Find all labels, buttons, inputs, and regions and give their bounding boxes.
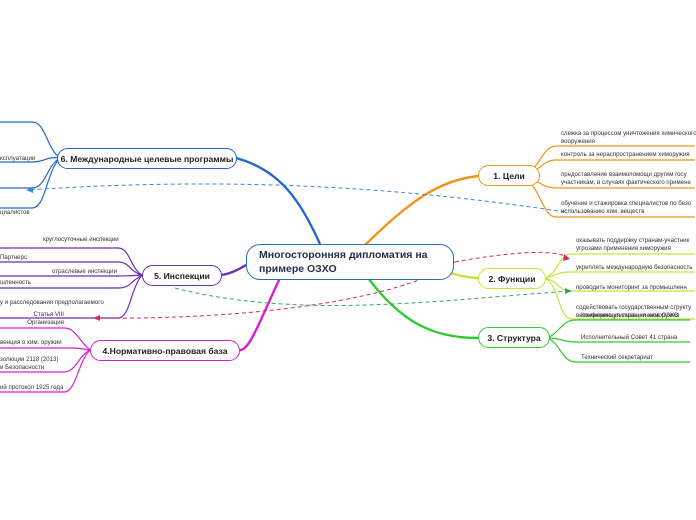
- legal-leaf-4[interactable]: ий протокол 1925 года: [0, 384, 64, 391]
- inspections-leaf-4[interactable]: шленность: [0, 279, 31, 286]
- arrowhead-red: [93, 315, 100, 321]
- branch-programs-label: 6. Международные целевые программы: [60, 153, 234, 164]
- relation-dash-green: [174, 287, 571, 306]
- branch-legal[interactable]: 4.Нормативно-правовая база: [90, 340, 240, 361]
- branch-inspections-label: 5. Инспекции: [154, 270, 210, 281]
- relation-dash-blue: [27, 183, 566, 213]
- legal-leaf-1[interactable]: Статья VIII Организация: [27, 311, 64, 326]
- goals-leaf-3[interactable]: предоставление взаимопомощи другим госу …: [561, 171, 691, 186]
- inspections-leaf-3[interactable]: отраслевые инспекции: [52, 268, 117, 275]
- goals-leaf-4[interactable]: обучение и стажировка специалистов по бе…: [561, 200, 692, 215]
- arrowhead-green: [565, 288, 572, 294]
- arrowhead-red-2: [563, 254, 570, 261]
- legal-leaf-3[interactable]: золюции 2118 (2013) и Безопасности: [0, 356, 59, 371]
- inspections-leaf-5[interactable]: у и расследования предполагаемого: [0, 299, 104, 306]
- branch-goals[interactable]: 1. Цели: [478, 165, 540, 186]
- inspections-leaf-1[interactable]: круглосуточные инспекции: [43, 236, 119, 243]
- relation-dash-red: [454, 251, 569, 263]
- functions-leaf-1[interactable]: оказывать поддержку странам-участник угр…: [576, 237, 690, 252]
- goals-leaf-2[interactable]: контроль за нераспространением химоружия: [561, 151, 690, 158]
- branch-structure[interactable]: 3. Структура: [478, 327, 550, 348]
- connector-goals: [359, 174, 479, 251]
- goals-leaf-1[interactable]: слежка за процессом уничтожения химическ…: [561, 130, 696, 145]
- branch-programs[interactable]: 6. Международные целевые программы: [57, 148, 237, 169]
- connector-structure: [367, 277, 479, 340]
- functions-leaf-4[interactable]: содействовать государственным структу вы…: [576, 304, 692, 319]
- structure-leaf-3[interactable]: Технический секретариат: [581, 354, 653, 361]
- connector-inspections: [221, 263, 247, 277]
- branch-functions[interactable]: 2. Функции: [478, 268, 546, 289]
- connector-legal: [239, 277, 282, 352]
- programs-leaf-2[interactable]: циалистов: [0, 209, 30, 216]
- inspections-leaf-2[interactable]: Партнерс: [0, 254, 28, 261]
- branch-legal-label: 4.Нормативно-правовая база: [102, 345, 228, 356]
- connector-programs: [235, 156, 322, 245]
- legal-leaf-2[interactable]: венция о хим. оружии: [0, 339, 62, 346]
- central-topic-line2: примере ОЗХО: [259, 263, 337, 275]
- structure-leaf-2[interactable]: Исполнительный Совет 41 страна: [581, 334, 678, 341]
- branch-functions-label: 2. Функции: [488, 273, 536, 284]
- functions-leaf-2[interactable]: укреплять международную безопасность: [576, 264, 693, 271]
- structure-leaf-1[interactable]: Конференция стран-членов ОЗХО: [581, 312, 679, 319]
- arrowhead-blue: [26, 187, 33, 193]
- branch-inspections[interactable]: 5. Инспекции: [142, 265, 222, 286]
- central-topic-line1: Многосторонняя дипломатия на: [259, 249, 428, 261]
- central-topic[interactable]: Многосторонняя дипломатия на примере ОЗХ…: [246, 244, 454, 280]
- branch-structure-label: 3. Структура: [487, 332, 541, 343]
- branch-goals-label: 1. Цели: [493, 170, 525, 181]
- programs-leaf-1[interactable]: ксплуатации: [0, 155, 36, 162]
- functions-leaf-3[interactable]: проводить мониторинг за промышленн: [576, 284, 687, 291]
